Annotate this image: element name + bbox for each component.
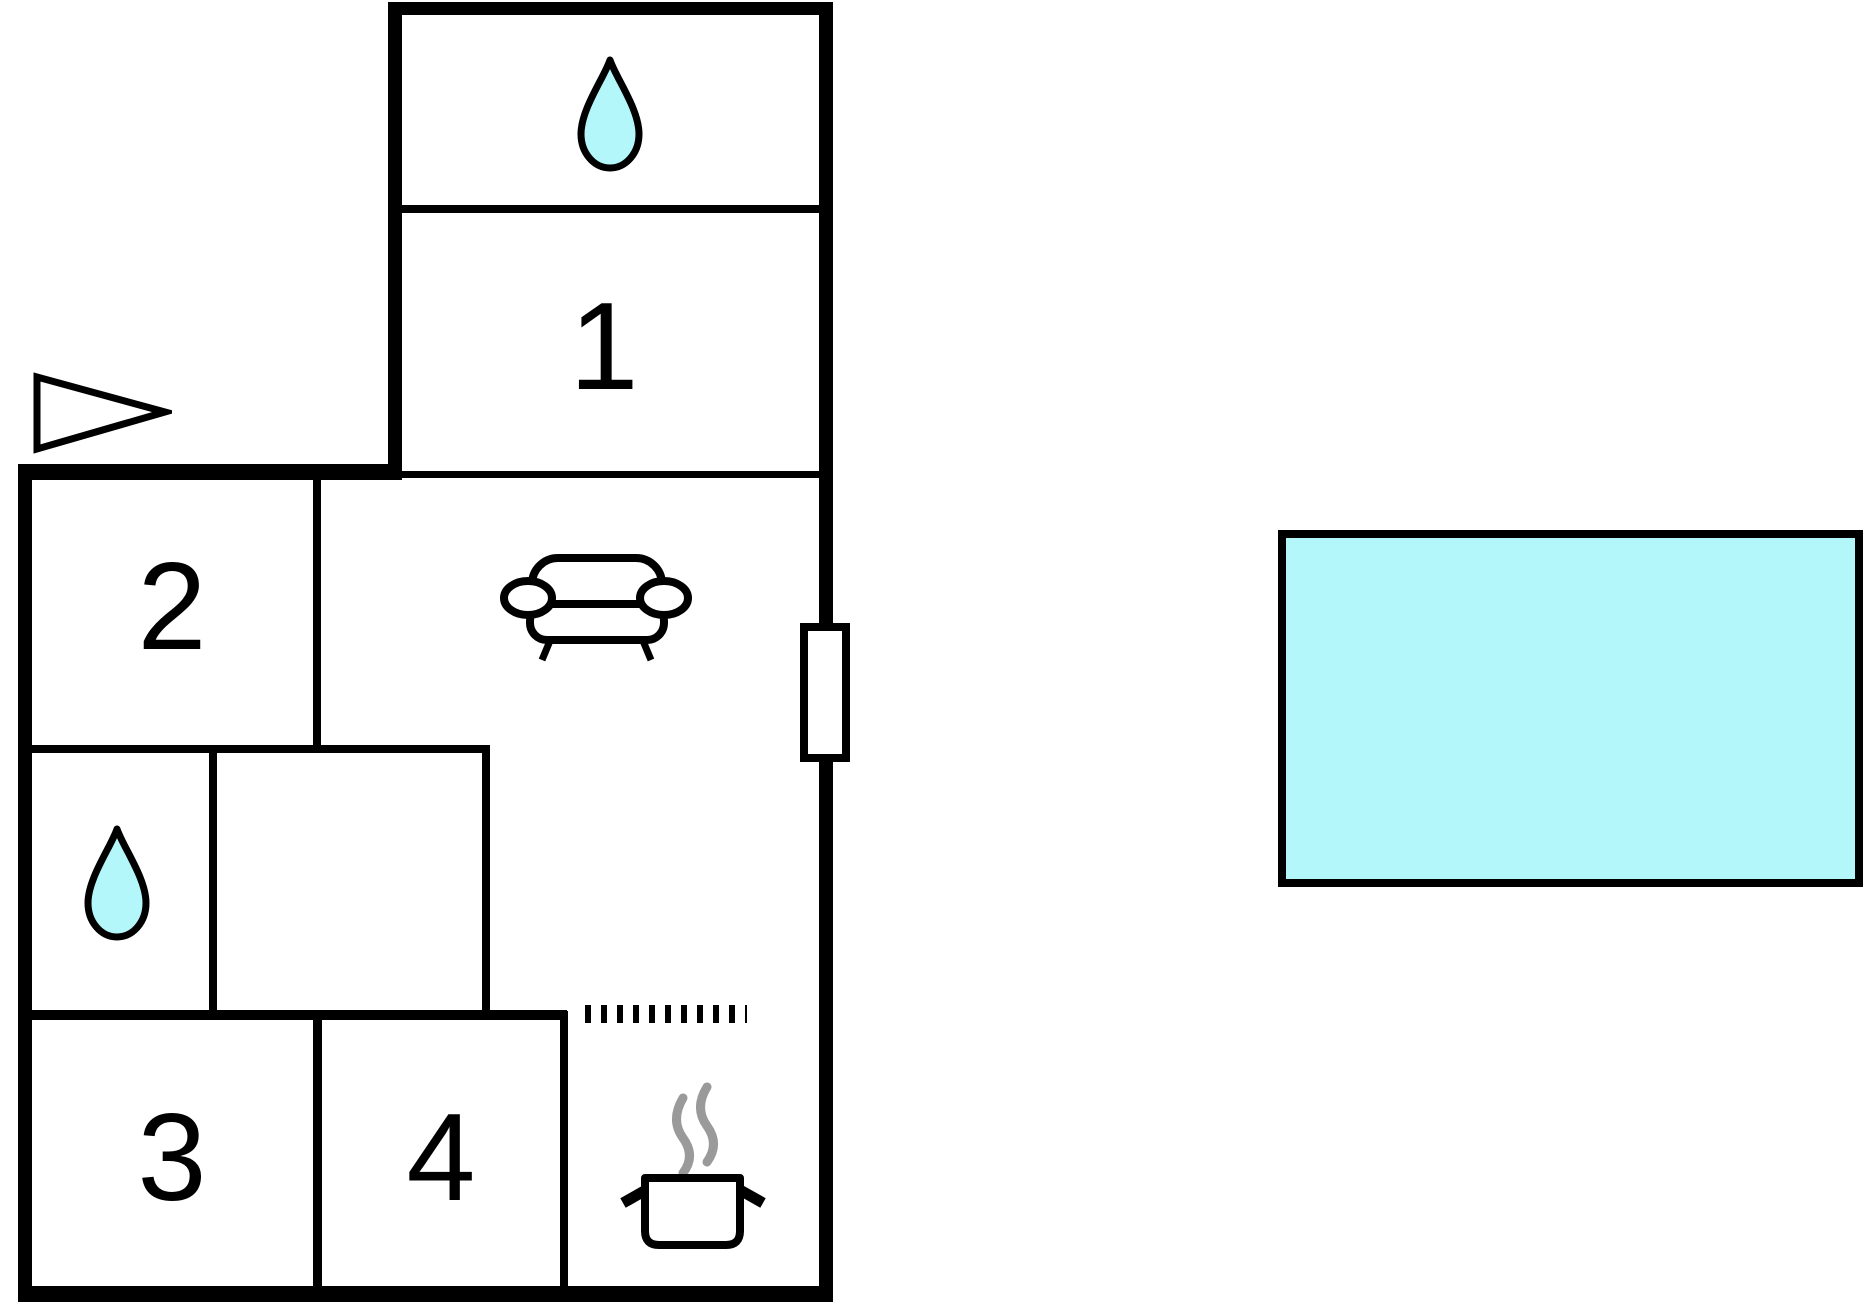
wall-rooms34-top bbox=[32, 1010, 567, 1020]
steam-icon bbox=[672, 1093, 694, 1178]
wall-room4-right bbox=[560, 1011, 568, 1286]
wall-top-wing-top bbox=[388, 2, 833, 15]
wall-room1-bottom bbox=[402, 471, 819, 478]
wall-room3-room4-divider bbox=[313, 1020, 322, 1286]
room-1-label: 1 bbox=[569, 278, 639, 416]
room-4-label: 4 bbox=[406, 1089, 476, 1227]
wall-top-bathroom-bottom bbox=[402, 205, 819, 213]
wall-room2-bottom bbox=[32, 745, 490, 753]
sofa-icon bbox=[500, 554, 692, 662]
wall-top-wing-left bbox=[388, 2, 402, 480]
room-3-label: 3 bbox=[137, 1089, 207, 1227]
door-icon bbox=[800, 623, 850, 762]
wall-outer-bottom bbox=[18, 1286, 833, 1302]
water-drop-icon bbox=[577, 56, 643, 172]
wall-room2-right bbox=[313, 480, 321, 753]
swimming-pool bbox=[1278, 530, 1863, 887]
entrance-arrow-icon bbox=[33, 372, 172, 454]
wall-middle-room-right bbox=[482, 753, 490, 1011]
wall-outer-left bbox=[18, 464, 32, 1302]
wall-left-bathroom-right bbox=[209, 753, 217, 1011]
room-2-label: 2 bbox=[137, 538, 207, 676]
cooking-pot-icon bbox=[620, 1082, 766, 1249]
wall-left-wing-top bbox=[18, 464, 402, 480]
water-drop-icon bbox=[84, 825, 150, 941]
dotted-divider-icon bbox=[585, 1005, 747, 1023]
steam-icon bbox=[696, 1082, 718, 1167]
